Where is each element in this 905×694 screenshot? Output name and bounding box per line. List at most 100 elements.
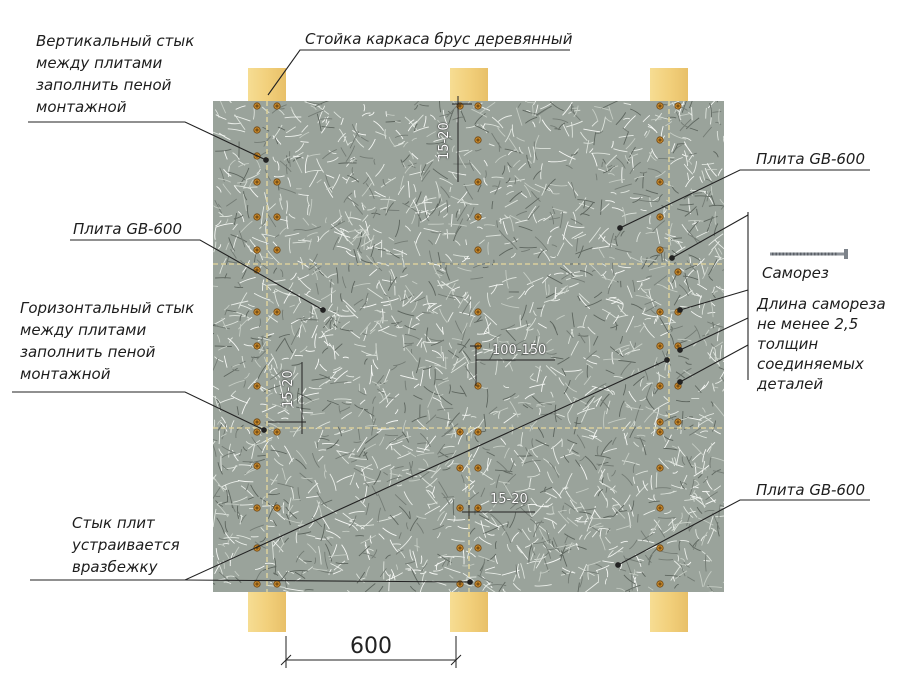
screw-slot bbox=[676, 104, 680, 108]
screw-slot bbox=[658, 430, 662, 434]
leader-screw-3 bbox=[679, 317, 749, 351]
screw-slot bbox=[476, 506, 480, 510]
screw-slot bbox=[275, 180, 279, 184]
screw-slot bbox=[255, 506, 259, 510]
leader-vertical-joint bbox=[28, 121, 267, 161]
screw-slot bbox=[658, 384, 662, 388]
screw-slot bbox=[458, 430, 462, 434]
screw-slot bbox=[458, 506, 462, 510]
screw-slot bbox=[476, 310, 480, 314]
screw-slot bbox=[255, 464, 259, 468]
fiber-strands bbox=[213, 101, 724, 592]
screw-slot bbox=[658, 104, 662, 108]
screw-slot bbox=[275, 430, 279, 434]
screw-slot bbox=[275, 310, 279, 314]
post-mid-bottom bbox=[450, 590, 488, 632]
screw-slot bbox=[476, 248, 480, 252]
screw-slot bbox=[658, 506, 662, 510]
screw-slot bbox=[658, 420, 662, 424]
screw-slot bbox=[255, 180, 259, 184]
screw-slot bbox=[275, 248, 279, 252]
dim-spacing: 100-150 bbox=[492, 343, 547, 358]
screw-slot bbox=[658, 248, 662, 252]
leader-screw-4 bbox=[679, 344, 749, 383]
fiber-strands bbox=[213, 101, 724, 592]
screw-slot bbox=[255, 248, 259, 252]
fiber-strands bbox=[214, 101, 724, 592]
label-screw: Саморез bbox=[762, 264, 829, 282]
screw-slot bbox=[658, 546, 662, 550]
leader-dot bbox=[677, 307, 683, 313]
dim-post-spacing: 600 bbox=[350, 634, 392, 659]
leader-dot bbox=[617, 225, 623, 231]
label-screw-length: Длина самореза не менее 2,5 толщин соеди… bbox=[757, 295, 886, 393]
screw-slot bbox=[476, 104, 480, 108]
screw-slot bbox=[658, 582, 662, 586]
leader-dot bbox=[677, 379, 683, 385]
screw-slot bbox=[476, 138, 480, 142]
label-plate-right-top: Плита GB-600 bbox=[756, 150, 866, 168]
screw-slot bbox=[658, 344, 662, 348]
screw-slot bbox=[458, 582, 462, 586]
dim-600-tick-right bbox=[450, 654, 462, 666]
dim-600-tick-left bbox=[280, 654, 292, 666]
screw-slot bbox=[458, 546, 462, 550]
screw-illustration bbox=[770, 249, 848, 259]
leader-plate-right-top bbox=[619, 169, 870, 229]
screw-slot bbox=[476, 384, 480, 388]
screw-slot bbox=[275, 215, 279, 219]
leader-dot bbox=[669, 255, 675, 261]
label-plate-right-bottom: Плита GB-600 bbox=[756, 481, 866, 499]
post-left-top bbox=[248, 68, 286, 104]
screw-slot bbox=[476, 466, 480, 470]
leader-dot bbox=[677, 347, 683, 353]
post-right-bottom bbox=[650, 590, 688, 632]
leader-dot bbox=[320, 307, 326, 313]
screw-slot bbox=[476, 180, 480, 184]
screw-slot bbox=[476, 215, 480, 219]
screw-slot bbox=[255, 215, 259, 219]
screw-slot bbox=[676, 270, 680, 274]
label-plate-left: Плита GB-600 bbox=[73, 220, 183, 238]
screw-slot bbox=[255, 128, 259, 132]
screw-slot bbox=[676, 420, 680, 424]
screw-slot bbox=[658, 310, 662, 314]
screw-head bbox=[844, 249, 848, 259]
screw-slot bbox=[255, 430, 259, 434]
screw-slot bbox=[255, 344, 259, 348]
dim-left-edge: 15-20 bbox=[281, 370, 296, 408]
leader-dot bbox=[467, 579, 473, 585]
leader-plate-right-bottom bbox=[617, 499, 870, 566]
screw-slot bbox=[658, 215, 662, 219]
screw-slot bbox=[255, 268, 259, 272]
screw-slot bbox=[658, 466, 662, 470]
screw-slot bbox=[275, 104, 279, 108]
leader-dot bbox=[615, 562, 621, 568]
screw-slot bbox=[676, 384, 680, 388]
screw-slot bbox=[255, 384, 259, 388]
screw-slot bbox=[275, 506, 279, 510]
screw-slot bbox=[658, 180, 662, 184]
leader-lines bbox=[12, 49, 870, 585]
screw-slot bbox=[275, 582, 279, 586]
leader-stagger-b bbox=[184, 579, 471, 583]
screw-slot bbox=[476, 582, 480, 586]
screw-slot bbox=[458, 104, 462, 108]
screw-slot bbox=[458, 466, 462, 470]
frame-posts bbox=[248, 68, 688, 632]
screw-slot bbox=[255, 310, 259, 314]
leader-dot bbox=[664, 357, 670, 363]
label-stagger: Стык плит устраивается вразбежку bbox=[72, 514, 180, 576]
dimension-lines bbox=[268, 96, 555, 668]
leader-horizontal-joint bbox=[12, 391, 265, 431]
leader-dot bbox=[261, 427, 267, 433]
screw-slot bbox=[676, 344, 680, 348]
label-vertical-joint: Вертикальный стык между плитами заполнит… bbox=[36, 32, 195, 116]
leader-screw-1 bbox=[671, 214, 749, 259]
screw-slot bbox=[476, 546, 480, 550]
screw-slot bbox=[255, 420, 259, 424]
dim-center-edge: 15-20 bbox=[490, 492, 528, 507]
leader-dot bbox=[263, 157, 269, 163]
